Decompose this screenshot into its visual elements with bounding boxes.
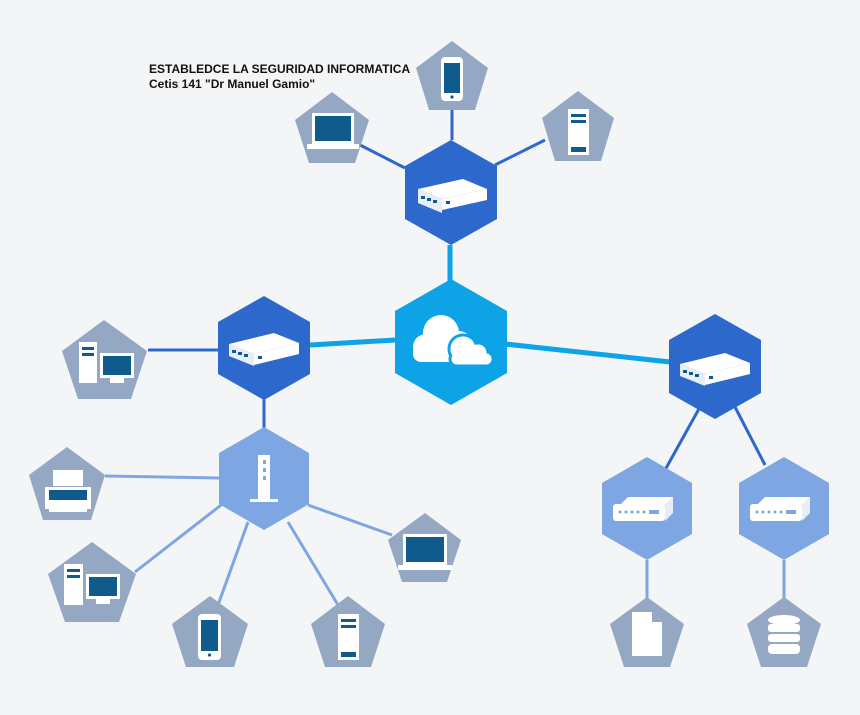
- hard-drive-icon: [613, 497, 673, 521]
- server-bottom-node[interactable]: [311, 596, 385, 667]
- switch-icon: [680, 353, 750, 386]
- link-ap-laptop: [307, 503, 393, 537]
- phone-bottom-node[interactable]: [172, 596, 248, 667]
- laptop-top-left-node[interactable]: [295, 92, 369, 163]
- smartphone-icon: [198, 614, 221, 660]
- desktop-bottom-left-node[interactable]: [48, 542, 136, 622]
- switch-icon: [229, 333, 299, 366]
- link-cloud-switch-right: [504, 341, 671, 365]
- link-ap-printer: [104, 474, 221, 480]
- link-switch-right-drive-left: [663, 406, 702, 471]
- smartphone-icon: [441, 57, 463, 101]
- laptop-right-node[interactable]: [388, 513, 461, 582]
- diagram-subtitle: Cetis 141 "Dr Manuel Gamio": [149, 77, 316, 91]
- desktop-computer-icon: [64, 564, 120, 605]
- access-point-node[interactable]: [219, 427, 309, 530]
- storage-drive-left-node[interactable]: [602, 457, 692, 560]
- hub-nodes: [218, 140, 829, 560]
- switch-left-node[interactable]: [218, 296, 310, 400]
- database-icon: [768, 615, 800, 654]
- server-tower-icon: [338, 614, 359, 660]
- link-switch-top-server: [494, 138, 546, 167]
- link-switch-top-laptop: [359, 143, 406, 170]
- desktop-left-node[interactable]: [62, 320, 147, 399]
- document-node[interactable]: [610, 597, 684, 667]
- storage-drive-right-node[interactable]: [739, 457, 829, 560]
- printer-node[interactable]: [29, 447, 105, 520]
- switch-top-node[interactable]: [405, 140, 497, 245]
- cloud-hub-node[interactable]: [395, 279, 507, 405]
- server-tower-icon: [568, 109, 589, 155]
- link-ap-desktop-bottom: [134, 500, 226, 574]
- title-block: ESTABLEDCE LA SEGURIDAD INFORMATICA Ceti…: [149, 62, 410, 92]
- access-point-icon: [250, 455, 278, 502]
- hard-drive-icon: [750, 497, 810, 521]
- link-ap-phone: [216, 521, 250, 606]
- server-top-right-node[interactable]: [542, 91, 614, 161]
- phone-top-node[interactable]: [416, 41, 488, 110]
- printer-icon: [45, 470, 91, 512]
- diagram-title: ESTABLEDCE LA SEGURIDAD INFORMATICA: [149, 62, 411, 76]
- laptop-icon: [307, 113, 359, 149]
- cloud-icon: [413, 315, 495, 368]
- switch-icon: [418, 179, 487, 213]
- device-nodes: [29, 41, 821, 667]
- connection-links: [104, 110, 786, 606]
- laptop-icon: [398, 534, 452, 570]
- link-switch-right-drive-right: [733, 406, 767, 466]
- document-icon: [632, 612, 662, 656]
- desktop-computer-icon: [79, 342, 134, 383]
- switch-right-node[interactable]: [669, 314, 761, 419]
- link-cloud-switch-left: [309, 337, 396, 348]
- link-ap-server-bottom: [286, 521, 340, 606]
- database-node[interactable]: [747, 597, 821, 667]
